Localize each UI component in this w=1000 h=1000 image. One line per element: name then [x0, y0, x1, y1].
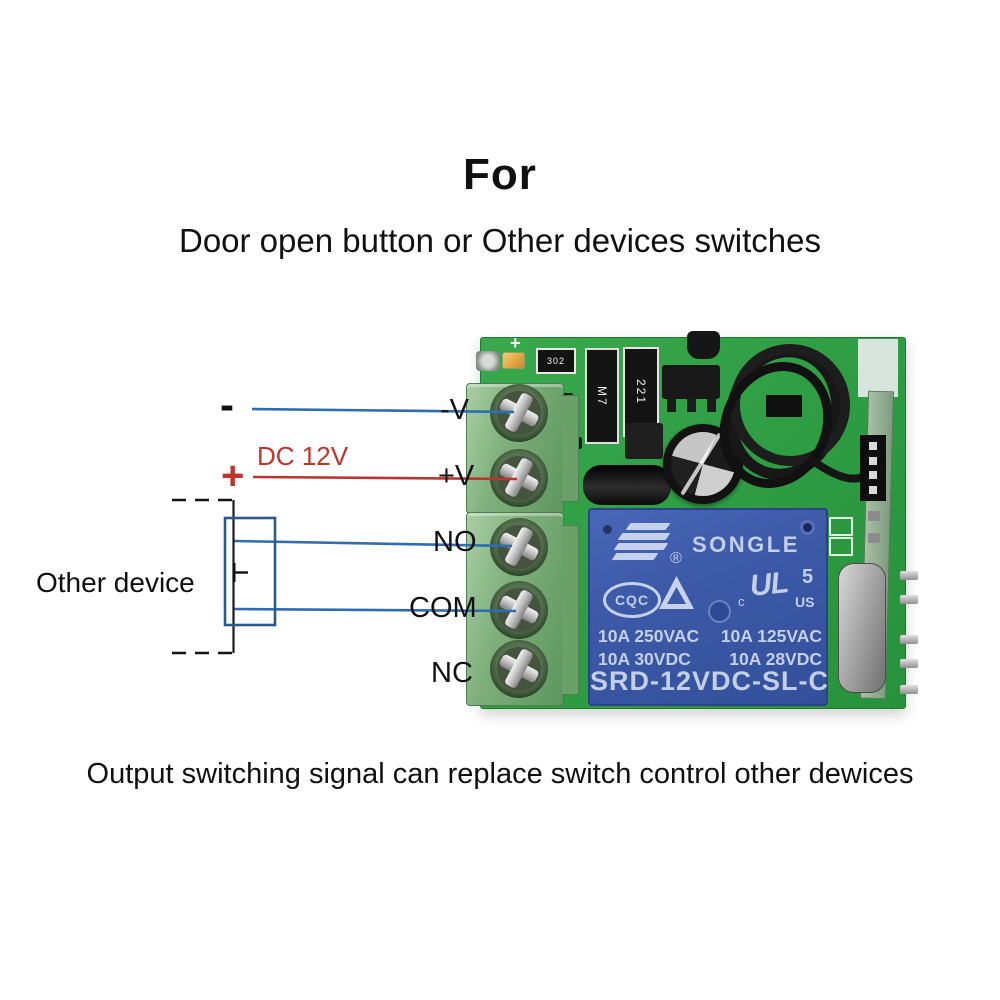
voltage-regulator	[662, 365, 720, 399]
rating-ac1: 10A 250VAC	[598, 626, 700, 646]
relay-module-board: + 302 M7 221	[466, 331, 920, 709]
cqc-mark: CQC	[603, 582, 661, 618]
silkscreen-outline	[829, 517, 853, 536]
module-pin	[900, 571, 918, 580]
regulator-leg	[667, 399, 676, 412]
screw-nc	[490, 640, 548, 698]
crystal-oscillator	[838, 563, 886, 693]
relay-dot	[800, 520, 815, 535]
ul-mark-us: US	[795, 594, 815, 610]
terminal-flange	[562, 525, 579, 695]
ul-mark-c: c	[738, 594, 745, 609]
module-pin	[900, 659, 918, 668]
relay-ratings-row1: 10A 250VAC 10A 125VAC	[598, 626, 822, 647]
screw-neg-v	[490, 384, 548, 442]
device-box	[223, 516, 277, 627]
silkscreen-plus-mark: +	[510, 333, 521, 353]
terminal-label-neg-v: -V	[440, 394, 469, 426]
board-white-area	[858, 339, 898, 397]
solder-joint	[476, 351, 500, 371]
resistor-302-label: 302	[546, 356, 566, 366]
screw-pos-v	[490, 449, 548, 507]
minus-symbol: -	[220, 381, 234, 428]
diode-cylindrical	[583, 465, 671, 505]
terminal-flange	[562, 395, 579, 502]
smd-component	[868, 533, 880, 543]
rating-ac2: 10A 125VAC	[720, 626, 822, 646]
screw-com	[490, 581, 548, 639]
page-subtitle: Door open button or Other devices switch…	[178, 222, 821, 259]
rating-dc2: 10A 28VDC	[729, 649, 822, 669]
module-pin	[900, 595, 918, 604]
pin-header	[766, 395, 802, 417]
vde-triangle-mark	[659, 576, 694, 609]
registered-mark: ®	[670, 550, 682, 567]
relay-dot	[603, 525, 612, 534]
silkscreen-outline	[829, 537, 853, 556]
module-pin	[900, 685, 918, 694]
screw-no	[490, 518, 548, 576]
terminal-label-nc: NC	[431, 657, 473, 689]
diode-m7-label: M7	[595, 385, 609, 407]
relay-mold-circle	[708, 600, 731, 623]
rating-dc1: 10A 30VDC	[598, 649, 691, 669]
ul-mark-5: 5	[802, 566, 814, 588]
smd-component	[868, 511, 880, 521]
terminal-label-no: NO	[433, 526, 477, 558]
dc-12v-label: DC 12V	[257, 441, 349, 471]
smd-transistor	[625, 423, 663, 459]
capacitor-small	[687, 331, 720, 359]
relay: ® SONGLE CQC c UL 5 US 10A 250VAC 10A 12…	[588, 508, 828, 706]
plus-symbol: +	[221, 454, 245, 498]
regulator-leg	[687, 399, 696, 412]
relay-ratings-row2: 10A 30VDC 10A 28VDC	[598, 649, 822, 670]
resistor-302: 302	[536, 348, 576, 374]
module-pin	[900, 635, 918, 644]
antenna-coil	[719, 344, 884, 488]
terminal-label-com: COM	[409, 592, 477, 624]
songle-logo	[611, 523, 672, 567]
other-device-label: Other device	[36, 567, 195, 598]
bottom-caption: Output switching signal can replace swit…	[86, 758, 914, 790]
diode-m7: M7	[585, 348, 619, 444]
receiver-connector	[860, 435, 886, 501]
relay-model: SRD-12VDC-SL-C	[590, 666, 830, 696]
regulator-leg	[707, 399, 716, 412]
page-title: For	[463, 150, 537, 199]
status-led	[502, 352, 525, 369]
resistor-221-label: 221	[634, 378, 648, 406]
terminal-label-pos-v: +V	[438, 460, 475, 492]
ul-mark: UL	[748, 566, 790, 603]
relay-brand: SONGLE	[692, 532, 800, 557]
